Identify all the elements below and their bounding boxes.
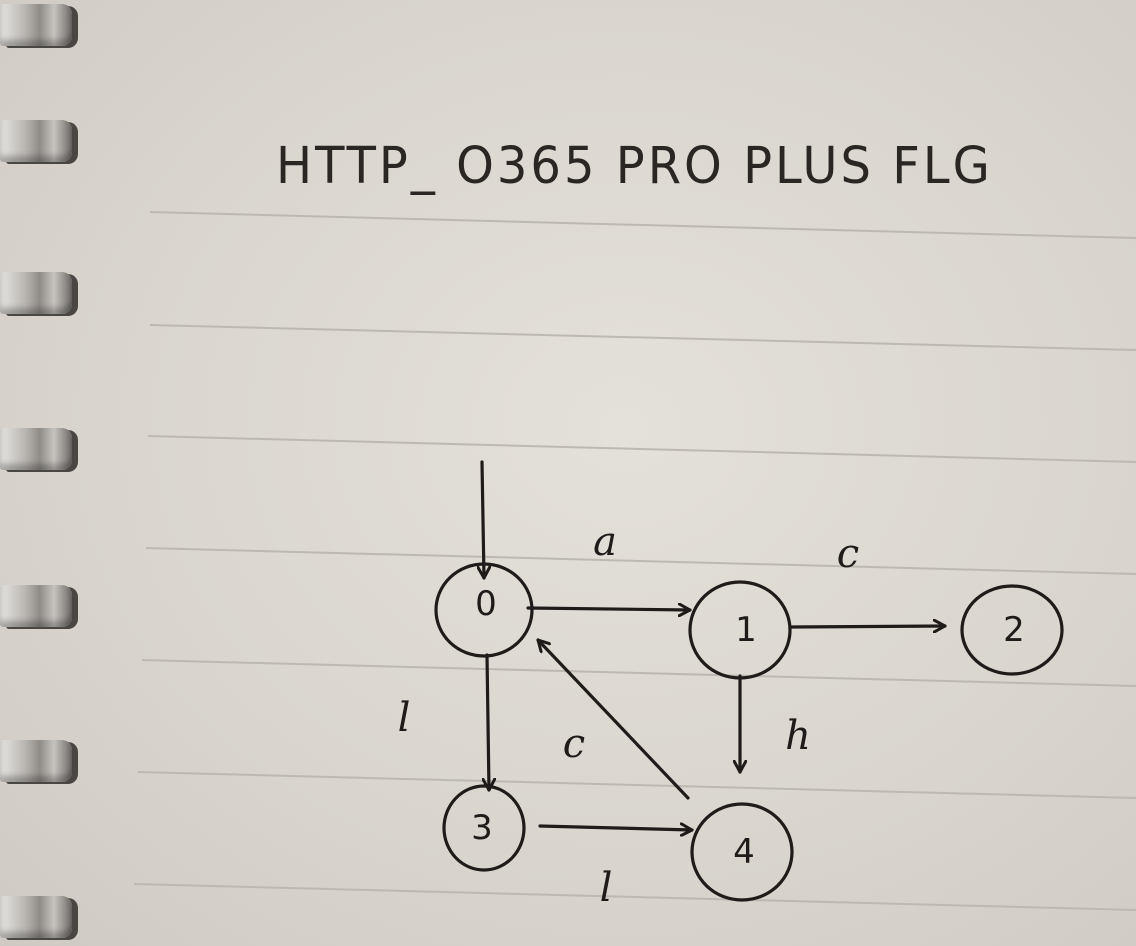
spiral-binding-ring: [0, 428, 72, 470]
edge-label: a: [593, 519, 617, 565]
state-node: 0: [434, 562, 534, 658]
edge-0-1: [526, 608, 692, 610]
spiral-binding-ring: [0, 4, 72, 46]
spiral-binding-ring: [0, 740, 72, 782]
spiral-binding-ring: [0, 896, 72, 938]
svg-text:4: 4: [733, 832, 755, 872]
edge-label: h: [785, 713, 811, 759]
state-node: 2: [960, 584, 1064, 676]
edge-0-3: [487, 653, 489, 792]
edge-label: c: [837, 531, 859, 577]
page-title: HTTP_ O365 PRO PLUS FLG: [276, 136, 993, 196]
edge-label: l: [398, 695, 411, 741]
edge-4-0: [536, 638, 690, 800]
edge-label: c: [563, 721, 585, 767]
edge-3-4: [538, 826, 694, 830]
spiral-binding-ring: [0, 585, 72, 627]
state-node: 4: [690, 802, 794, 902]
edge-label: l: [600, 865, 613, 911]
svg-text:2: 2: [1003, 610, 1025, 650]
state-node: 1: [688, 580, 792, 680]
spiral-binding-ring: [0, 272, 72, 314]
start-arrow: [482, 460, 484, 580]
state-node: 3: [442, 784, 526, 872]
svg-text:3: 3: [471, 808, 493, 848]
spiral-binding-ring: [0, 120, 72, 162]
svg-text:0: 0: [475, 584, 497, 624]
edge-1-2: [790, 626, 947, 627]
svg-text:1: 1: [735, 610, 757, 650]
